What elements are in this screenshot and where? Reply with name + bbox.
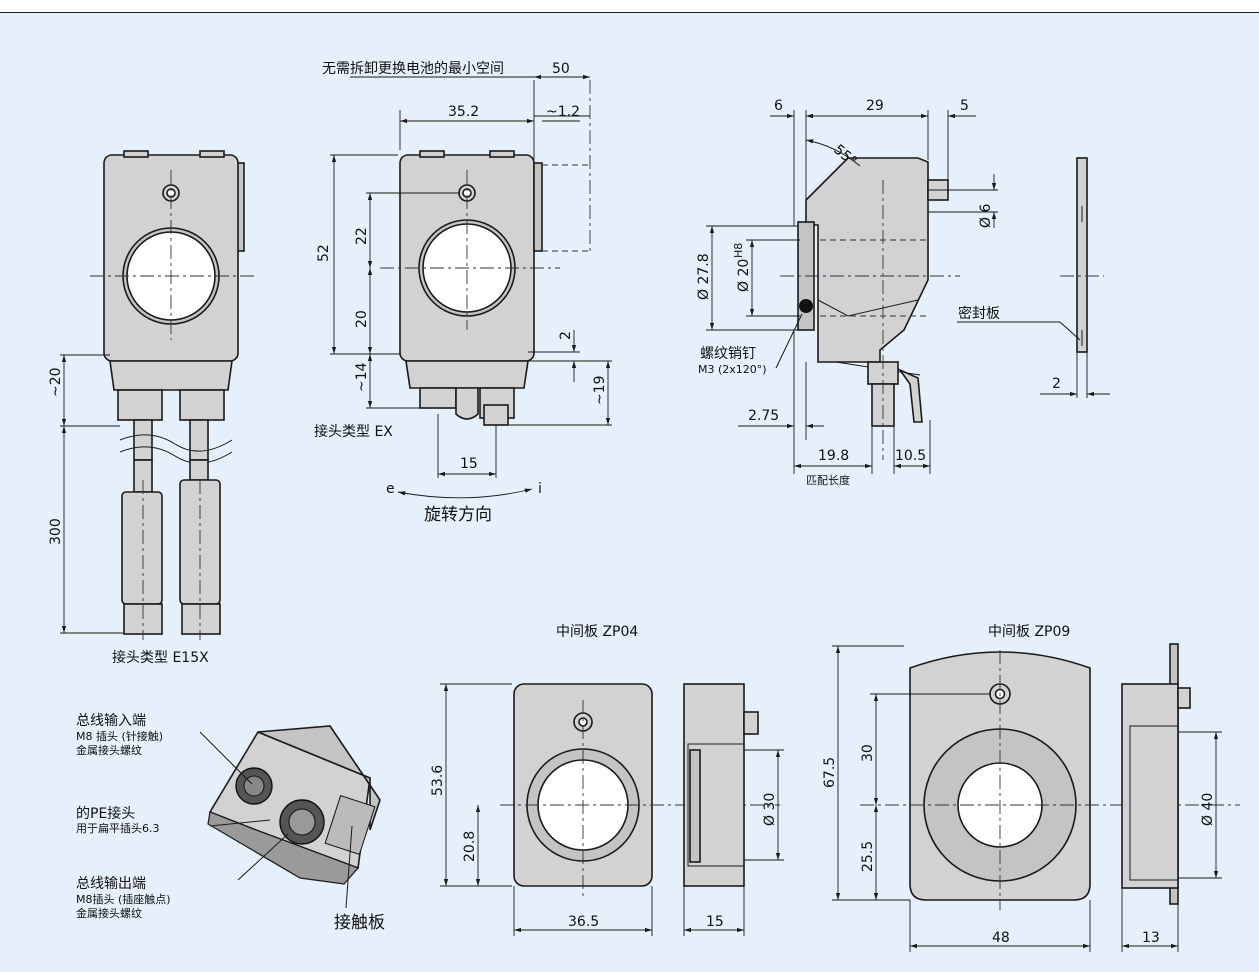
- dim-25-5-label: 25.5: [860, 841, 876, 872]
- dim-67-5-label: 67.5: [822, 757, 838, 788]
- view-seal-plate: 密封板 2: [957, 157, 1110, 398]
- zp04-title: 中间板 ZP04: [556, 624, 638, 640]
- view-side: Ø 6 6 29 5 55° Ø 27.8 Ø 20 H8 螺纹销钉 M3 (2…: [696, 98, 998, 487]
- dim-20-8-label: 20.8: [462, 831, 478, 862]
- dim-22-label: 22: [354, 227, 370, 245]
- pe-label: 的PE接头: [76, 805, 135, 822]
- rotation-e-label: e: [386, 481, 395, 497]
- view-connector-detail: 总线输入端 M8 插头 (针接触) 金属接头螺纹 的PE接头 用于扁平插头6.3…: [76, 713, 385, 933]
- dim-5-label: 5: [960, 98, 969, 114]
- dim-10-5-label: 10.5: [895, 448, 926, 464]
- view-zp04: 中间板 ZP04 53.6 20.8 36.5 15 Ø 30: [430, 624, 784, 936]
- dim-6-label: 6: [774, 98, 783, 114]
- threaded-pin-spec-label: M3 (2x120°): [698, 363, 767, 376]
- connector-ex-label: 接头类型 EX: [314, 423, 393, 440]
- dim-dia-40-label: Ø 40: [1200, 793, 1216, 826]
- dim-2-label: 2: [558, 331, 574, 340]
- dim-14-label: ~14: [354, 362, 370, 392]
- dim-15-zp04-label: 15: [706, 914, 724, 930]
- rotation-label: 旋转方向: [424, 505, 492, 525]
- connector-e15x-label: 接头类型 E15X: [112, 649, 209, 666]
- dim-35-2-label: 35.2: [448, 104, 479, 120]
- fit-h8-label: H8: [732, 243, 745, 258]
- bus-in-spec-1: M8 插头 (针接触): [76, 729, 163, 743]
- dim-15-label: 15: [460, 456, 478, 472]
- dim-30-label: 30: [860, 744, 876, 762]
- dim-300-label: 300: [48, 518, 64, 545]
- bus-out-spec-1: M8插头 (插座触点): [76, 892, 171, 906]
- dim-dia-6-label: Ø 6: [978, 204, 994, 228]
- view-e15x-front: ~20 300 接头类型 E15X: [48, 150, 254, 666]
- battery-space-label: 无需拆卸更换电池的最小空间: [322, 60, 504, 77]
- bus-in-label: 总线输入端: [76, 713, 146, 729]
- dim-29-label: 29: [866, 98, 884, 114]
- dim-36-5-label: 36.5: [568, 914, 599, 930]
- dim-dia-30-label: Ø 30: [762, 793, 778, 826]
- dim-19-8-label: 19.8: [818, 448, 849, 464]
- rotation-i-label: i: [538, 481, 542, 497]
- seal-plate-label: 密封板: [958, 305, 1000, 322]
- dim-19-label: ~19: [592, 375, 608, 405]
- dim-48-label: 48: [992, 930, 1010, 946]
- dim-dia-20-label: Ø 20: [736, 259, 752, 292]
- dim-20-vertical-label: 20: [354, 310, 370, 328]
- dim-50-label: 50: [552, 61, 570, 77]
- zp09-title: 中间板 ZP09: [988, 624, 1070, 640]
- dim-1-2-label: ~1.2: [546, 104, 580, 120]
- dim-dia-27-8-label: Ø 27.8: [696, 253, 712, 300]
- fit-length-label: 匹配长度: [806, 473, 850, 487]
- dim-52-label: 52: [316, 244, 332, 262]
- view-zp09: 中间板 ZP09 67.5 30 25.5 48 13 Ø 40: [822, 624, 1240, 952]
- view-ex-front: 无需拆卸更换电池的最小空间 50 35.2 ~1.2 52 22 20 ~14 …: [314, 60, 612, 525]
- contact-plate-label: 接触板: [334, 913, 385, 933]
- dim-20-label: ~20: [48, 367, 64, 397]
- bus-in-spec-2: 金属接头螺纹: [76, 743, 142, 757]
- dim-seal-2-label: 2: [1052, 376, 1061, 392]
- pe-spec: 用于扁平插头6.3: [76, 821, 160, 835]
- threaded-pin-label: 螺纹销钉: [700, 346, 756, 362]
- dim-2-75-label: 2.75: [748, 408, 779, 424]
- dim-13-label: 13: [1142, 930, 1160, 946]
- bus-out-label: 总线输出端: [76, 876, 146, 892]
- dim-53-6-label: 53.6: [430, 765, 446, 796]
- bus-out-spec-2: 金属接头螺纹: [76, 906, 142, 920]
